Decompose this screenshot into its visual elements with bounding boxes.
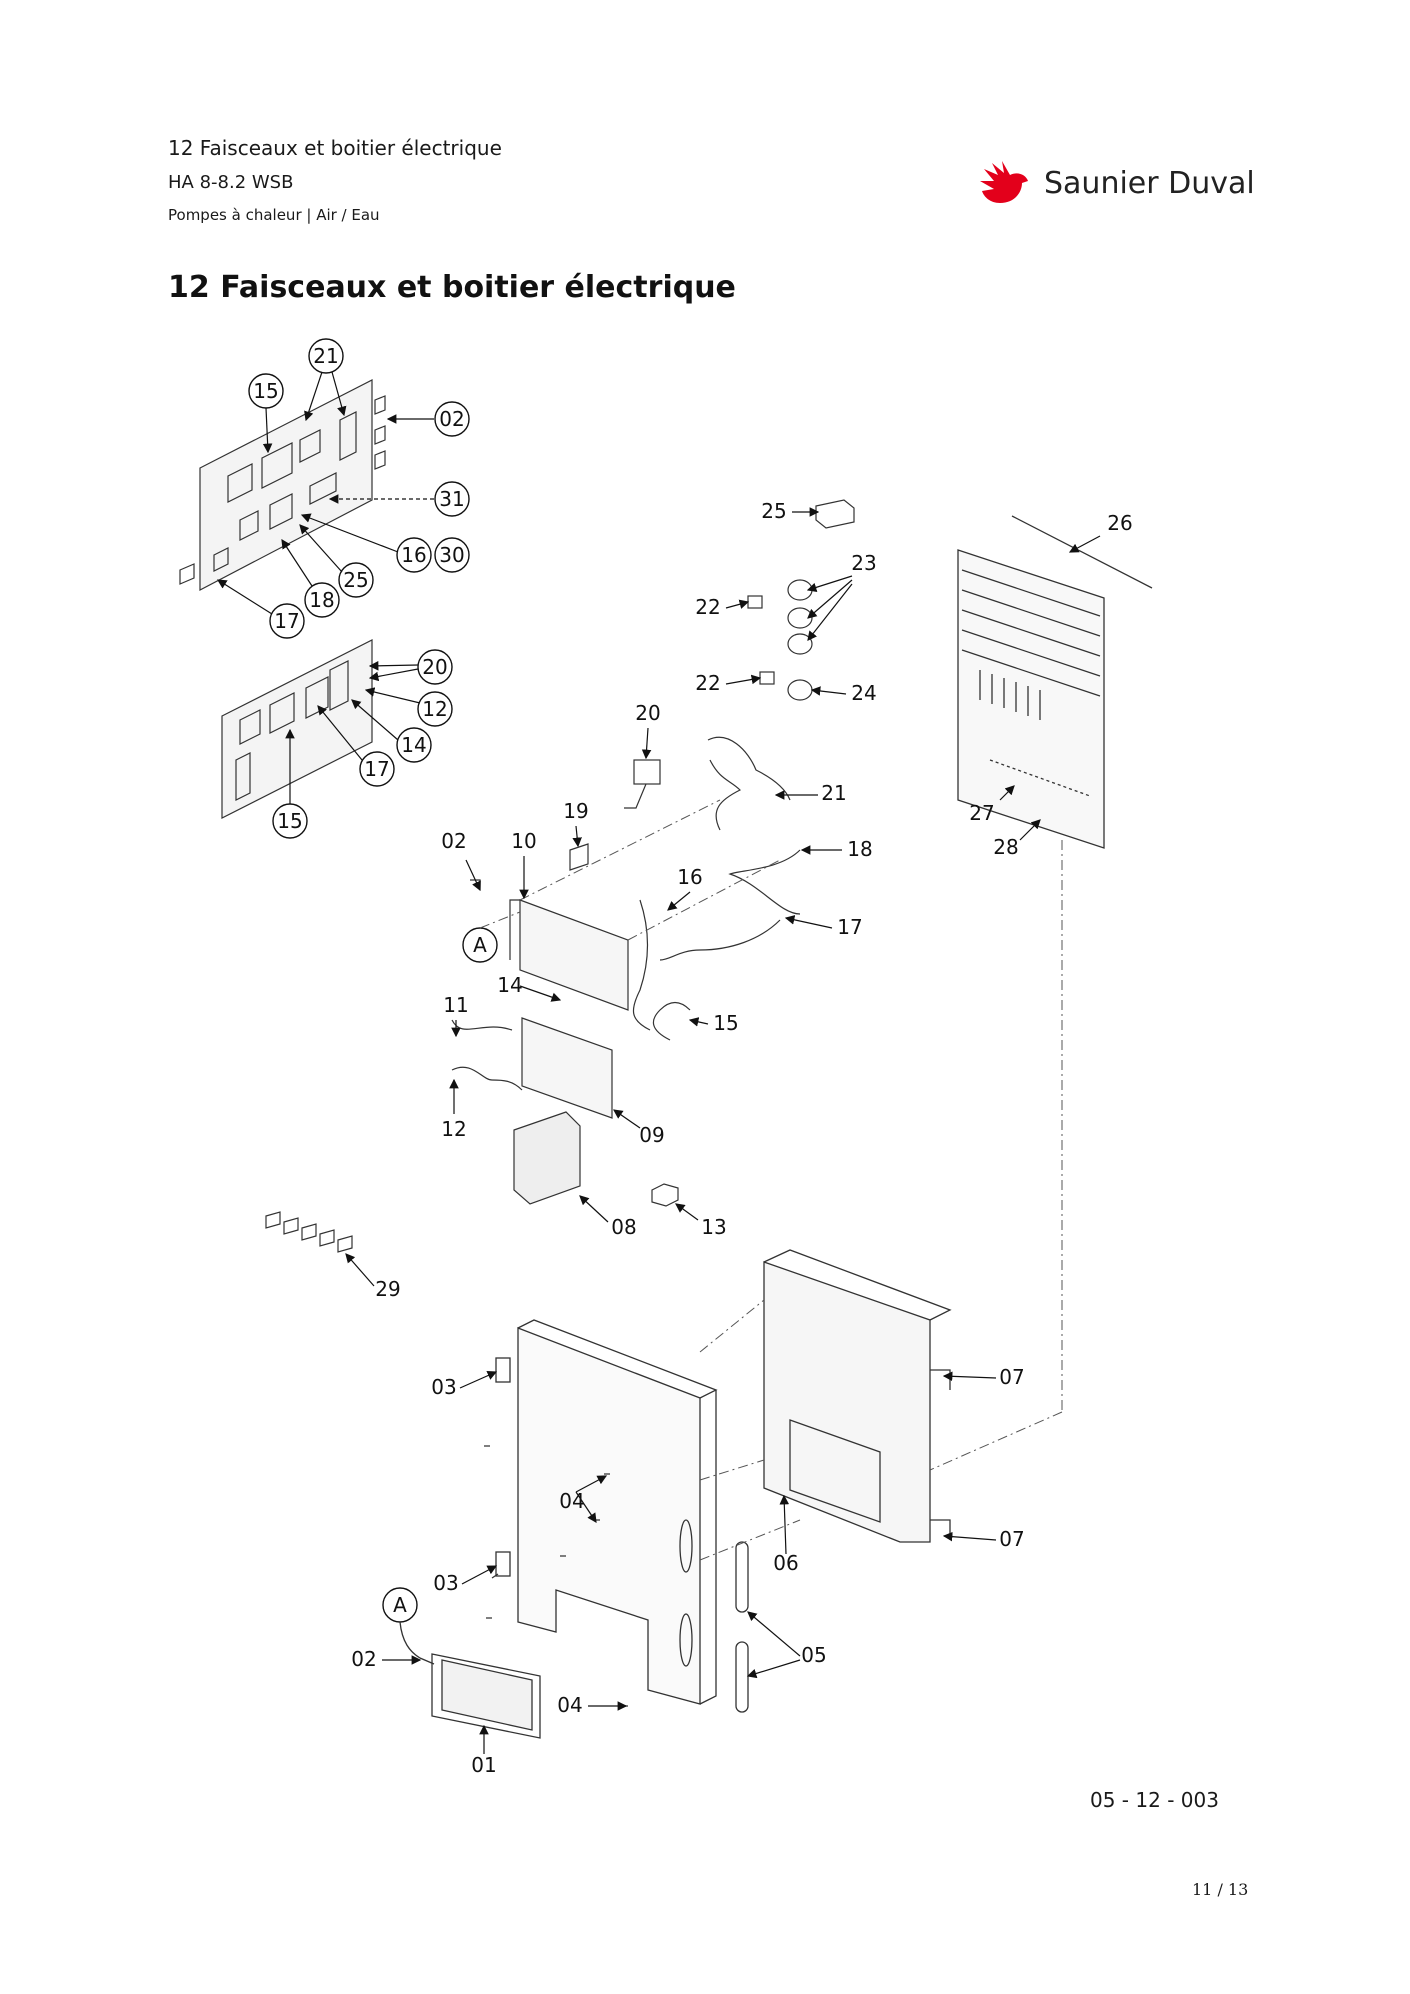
callout-A1: A	[473, 933, 487, 957]
callout-14a: 14	[401, 733, 426, 757]
part-number-labels: 25 26 23 22 22 24 20 21 27 28 19 02 10 1…	[351, 499, 1132, 1777]
label-03b: 03	[433, 1571, 458, 1595]
label-07a: 07	[999, 1365, 1024, 1389]
label-16: 16	[677, 865, 702, 889]
cover-panel	[957, 515, 1153, 849]
user-interface-module	[399, 1621, 541, 1739]
callout-30: 30	[439, 543, 464, 567]
label-04a: 04	[559, 1489, 584, 1513]
label-09: 09	[639, 1123, 664, 1147]
diagram-reference: 05 - 12 - 003	[1090, 1788, 1219, 1812]
label-03a: 03	[431, 1375, 456, 1399]
label-18: 18	[847, 837, 872, 861]
callout-31: 31	[439, 487, 464, 511]
label-22b: 22	[695, 671, 720, 695]
label-27: 27	[969, 801, 994, 825]
header-category: Pompes à chaleur | Air / Eau	[168, 206, 380, 224]
main-pcb-board	[179, 379, 386, 591]
callout-15b: 15	[277, 809, 302, 833]
label-25: 25	[761, 499, 786, 523]
header-model: HA 8-8.2 WSB	[168, 172, 294, 193]
brand-logo: Saunier Duval	[978, 158, 1255, 208]
header-section: 12 Faisceaux et boitier électrique	[168, 136, 502, 160]
label-15: 15	[713, 1011, 738, 1035]
label-22a: 22	[695, 595, 720, 619]
housing-frame	[763, 1249, 952, 1543]
callout-15a: 15	[253, 379, 278, 403]
callout-17b: 17	[364, 757, 389, 781]
label-06: 06	[773, 1551, 798, 1575]
assembly-dashed-lines	[479, 799, 1063, 1561]
callout-12a: 12	[422, 697, 447, 721]
label-20: 20	[635, 701, 660, 725]
label-14: 14	[497, 973, 522, 997]
label-01: 01	[471, 1753, 496, 1777]
callout-02a: 02	[439, 407, 464, 431]
label-11: 11	[443, 993, 468, 1017]
circled-callouts	[248, 338, 498, 1623]
label-07b: 07	[999, 1527, 1024, 1551]
label-10: 10	[511, 829, 536, 853]
callout-18a: 18	[309, 588, 334, 612]
label-23: 23	[851, 551, 876, 575]
circled-callout-labels: 21 15 02 31 16 30 25 18 17 20 12 14 17 1…	[253, 344, 487, 1617]
label-05: 05	[801, 1643, 826, 1667]
callout-21a: 21	[313, 344, 338, 368]
label-13: 13	[701, 1215, 726, 1239]
front-plate	[484, 1319, 749, 1713]
label-04b: 04	[557, 1693, 582, 1717]
page-number: 11 / 13	[1192, 1880, 1249, 1899]
wiring-components	[265, 499, 855, 1253]
label-29: 29	[375, 1277, 400, 1301]
label-28: 28	[993, 835, 1018, 859]
label-08: 08	[611, 1215, 636, 1239]
callout-leaders-top-left	[216, 371, 434, 804]
part-leaders	[345, 507, 1101, 1754]
label-02a: 02	[441, 829, 466, 853]
label-24: 24	[851, 681, 876, 705]
bird-logo-icon	[980, 161, 1028, 203]
callout-16a: 16	[401, 543, 426, 567]
callout-25a: 25	[343, 568, 368, 592]
callout-A2: A	[393, 1593, 407, 1617]
label-19: 19	[563, 799, 588, 823]
label-26: 26	[1107, 511, 1132, 535]
label-21: 21	[821, 781, 846, 805]
label-12: 12	[441, 1117, 466, 1141]
callout-17a: 17	[274, 609, 299, 633]
label-02b: 02	[351, 1647, 376, 1671]
page-title: 12 Faisceaux et boitier électrique	[168, 270, 736, 305]
brand-name: Saunier Duval	[1044, 165, 1255, 201]
callout-20a: 20	[422, 655, 447, 679]
label-17: 17	[837, 915, 862, 939]
secondary-pcb-board	[221, 639, 373, 819]
